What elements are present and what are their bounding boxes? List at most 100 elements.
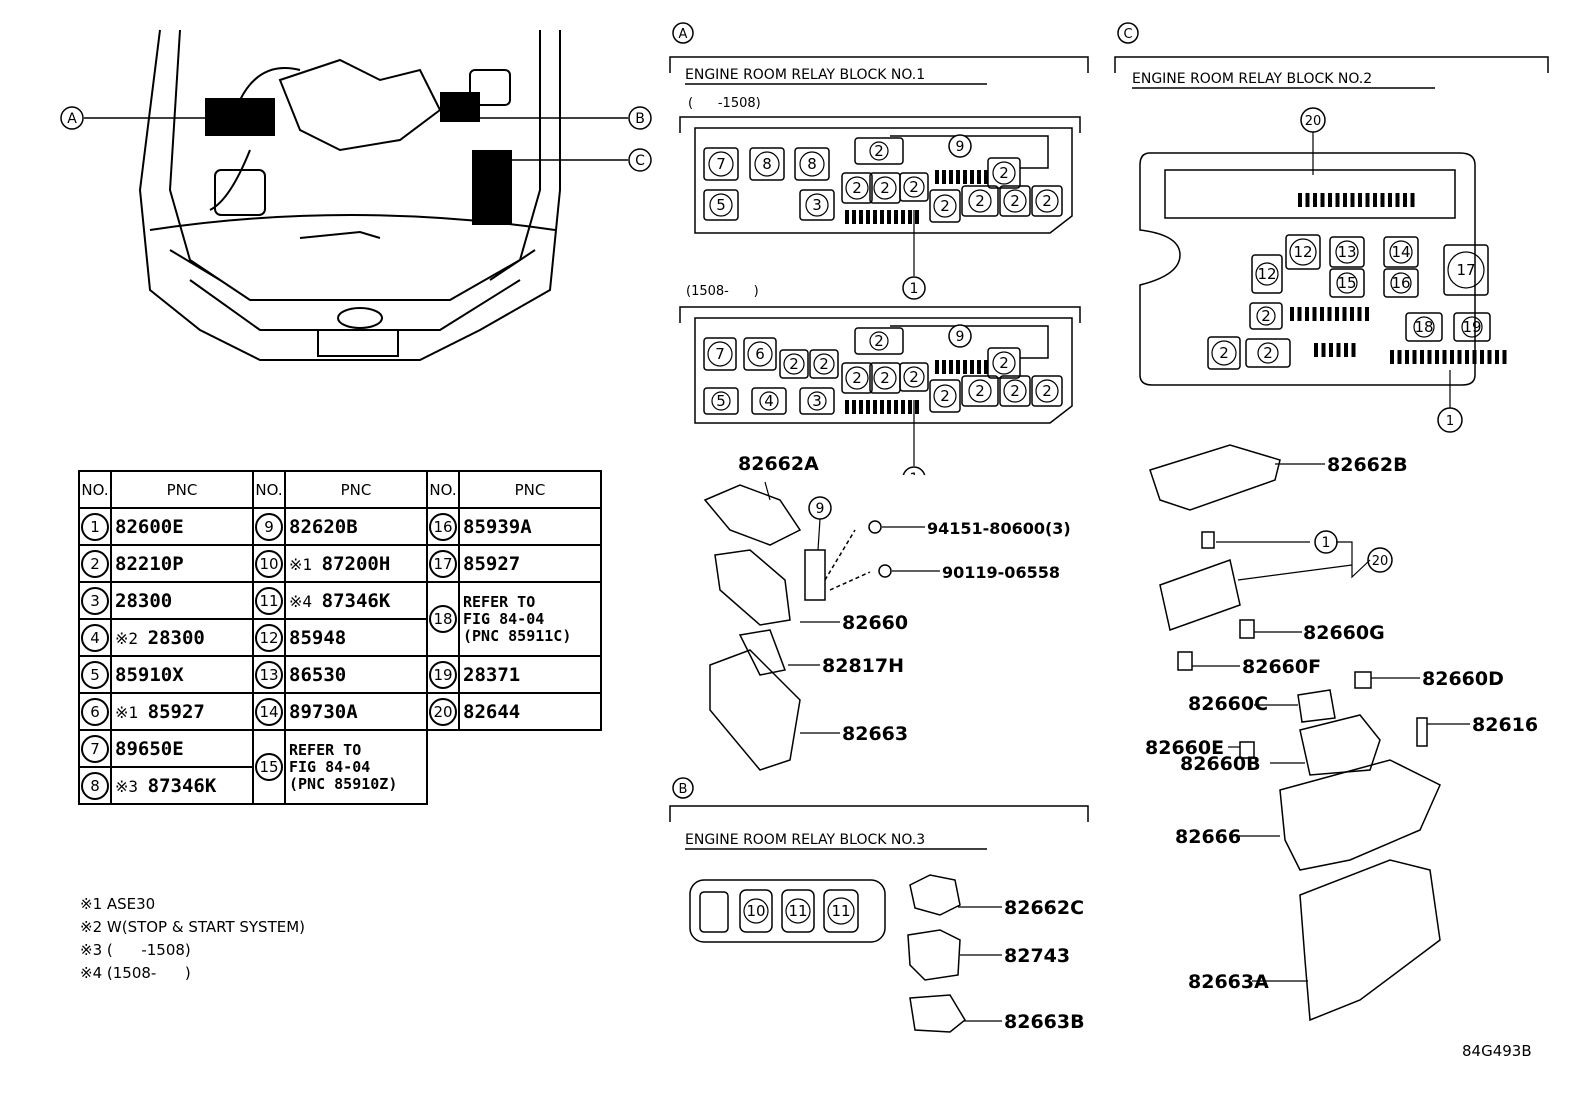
svg-text:2: 2 xyxy=(1010,192,1020,210)
item-number-cell: 10 xyxy=(252,544,286,583)
svg-text:1: 1 xyxy=(1446,414,1454,429)
fuse-slot xyxy=(1373,193,1377,207)
svg-text:12: 12 xyxy=(1257,265,1276,283)
item-number: 18 xyxy=(429,605,457,633)
fuse-slot xyxy=(1405,350,1409,364)
note-mark: ※3 xyxy=(115,776,148,796)
relay-slot: 2 xyxy=(929,189,961,223)
fuse-slot xyxy=(1450,350,1454,364)
relay-slot: 2 xyxy=(869,362,901,394)
fuse-slot xyxy=(984,360,988,374)
fuse-slot xyxy=(859,400,863,414)
svg-text:2: 2 xyxy=(975,382,985,400)
fuse-slot xyxy=(1298,193,1302,207)
pnc-cell: ※2 28300 xyxy=(110,618,254,657)
relay-slot: 4 xyxy=(751,387,787,415)
relay-slot: 2 xyxy=(899,172,929,202)
part-label-82663A: 82663A xyxy=(1188,971,1269,993)
svg-text:7: 7 xyxy=(715,345,725,363)
svg-text:2: 2 xyxy=(880,369,890,387)
part-label-82660B: 82660B xyxy=(1180,753,1261,775)
fuse-slot xyxy=(1365,193,1370,207)
svg-text:2: 2 xyxy=(940,387,950,405)
svg-text:2: 2 xyxy=(1219,344,1229,362)
pnc-cell: 89730A xyxy=(284,692,428,731)
relay-slot: 2 xyxy=(1249,302,1283,330)
svg-text:9: 9 xyxy=(956,329,965,345)
svg-text:8: 8 xyxy=(807,155,817,173)
relay-slot: 5 xyxy=(703,189,739,221)
fuse-slot xyxy=(1320,307,1324,321)
relay-slot: 2 xyxy=(841,172,873,204)
item-number-cell: 1 xyxy=(78,507,112,546)
svg-text:2: 2 xyxy=(999,164,1009,182)
relay-slot: 6 xyxy=(743,337,777,371)
relay-slot: 11 xyxy=(781,889,815,933)
svg-text:9: 9 xyxy=(956,139,965,155)
svg-text:12: 12 xyxy=(1293,243,1312,261)
fuse-slot xyxy=(1403,193,1407,207)
fuse-slot xyxy=(1343,193,1347,207)
svg-text:2: 2 xyxy=(1263,344,1273,362)
svg-text:2: 2 xyxy=(852,179,862,197)
part-label-82817H: 82817H xyxy=(822,655,904,677)
item-number-cell: 6 xyxy=(78,692,112,731)
svg-text:11: 11 xyxy=(788,902,807,920)
fuse-slot xyxy=(942,360,946,374)
fuse-slot xyxy=(915,400,919,414)
item-number: 14 xyxy=(255,697,283,726)
item-number-cell: 4 xyxy=(78,618,112,657)
fuse-slot xyxy=(1388,193,1392,207)
relay-slot: 14 xyxy=(1383,236,1419,268)
footnote: ※1 ASE30 xyxy=(80,895,156,913)
fuse-slot xyxy=(1335,307,1339,321)
relay-slot: 15 xyxy=(1329,268,1365,298)
part-label-82660C: 82660C xyxy=(1188,693,1268,715)
relay-slot: 2 xyxy=(999,375,1031,407)
column-header-pnc: PNC xyxy=(458,470,602,509)
svg-text:2: 2 xyxy=(874,142,884,160)
relay-slot: 5 xyxy=(703,387,739,415)
relay-slot: 2 xyxy=(987,347,1021,379)
fuse-slot xyxy=(977,360,981,374)
relay-slot: 2 xyxy=(809,349,839,379)
fuse-slot xyxy=(852,400,856,414)
item-number-cell: 19 xyxy=(426,655,460,694)
fuse-slot xyxy=(873,210,877,224)
relay-slot: 16 xyxy=(1383,268,1419,298)
pnc-cell: 28300 xyxy=(110,581,254,620)
relay-block-no1-section: A ENGINE ROOM RELAY BLOCK NO.1 ( -1508) … xyxy=(669,22,1089,475)
svg-text:2: 2 xyxy=(940,197,950,215)
fuse-slot xyxy=(1313,193,1317,207)
fuse-slot xyxy=(1480,350,1484,364)
pnc-cell: 82600E xyxy=(110,507,254,546)
section-c-title: ENGINE ROOM RELAY BLOCK NO.2 xyxy=(1132,71,1372,87)
svg-text:20: 20 xyxy=(1305,114,1322,129)
fuse-slot xyxy=(1351,343,1356,357)
svg-text:10: 10 xyxy=(746,902,765,920)
relay-slot: 2 xyxy=(1245,338,1291,368)
part-label-82660D: 82660D xyxy=(1422,668,1504,690)
item-number: 2 xyxy=(81,549,109,578)
fuse-slot xyxy=(887,210,891,224)
fuse-slot xyxy=(901,210,905,224)
item-number: 4 xyxy=(81,623,109,652)
fuse-slot xyxy=(984,170,988,184)
section-a-range-2: (1508- ) xyxy=(686,284,759,299)
relay-slot: 8 xyxy=(794,147,830,181)
pnc-cell: 85948 xyxy=(284,618,428,657)
relay-slot: 12 xyxy=(1251,254,1283,294)
svg-text:2: 2 xyxy=(909,368,919,386)
relay-slot: 10 xyxy=(739,889,773,933)
fuse-slot xyxy=(1314,343,1318,357)
item-number: 8 xyxy=(81,771,109,800)
part-label-82660G: 82660G xyxy=(1303,622,1385,644)
section-b-marker: B xyxy=(679,782,688,797)
relay-slot: 3 xyxy=(799,387,835,415)
empty-cell xyxy=(427,767,601,804)
engine-bay-illustration: A B C xyxy=(60,29,652,361)
relay-slot: 2 xyxy=(869,172,901,204)
item-number-cell: 9 xyxy=(252,507,286,546)
